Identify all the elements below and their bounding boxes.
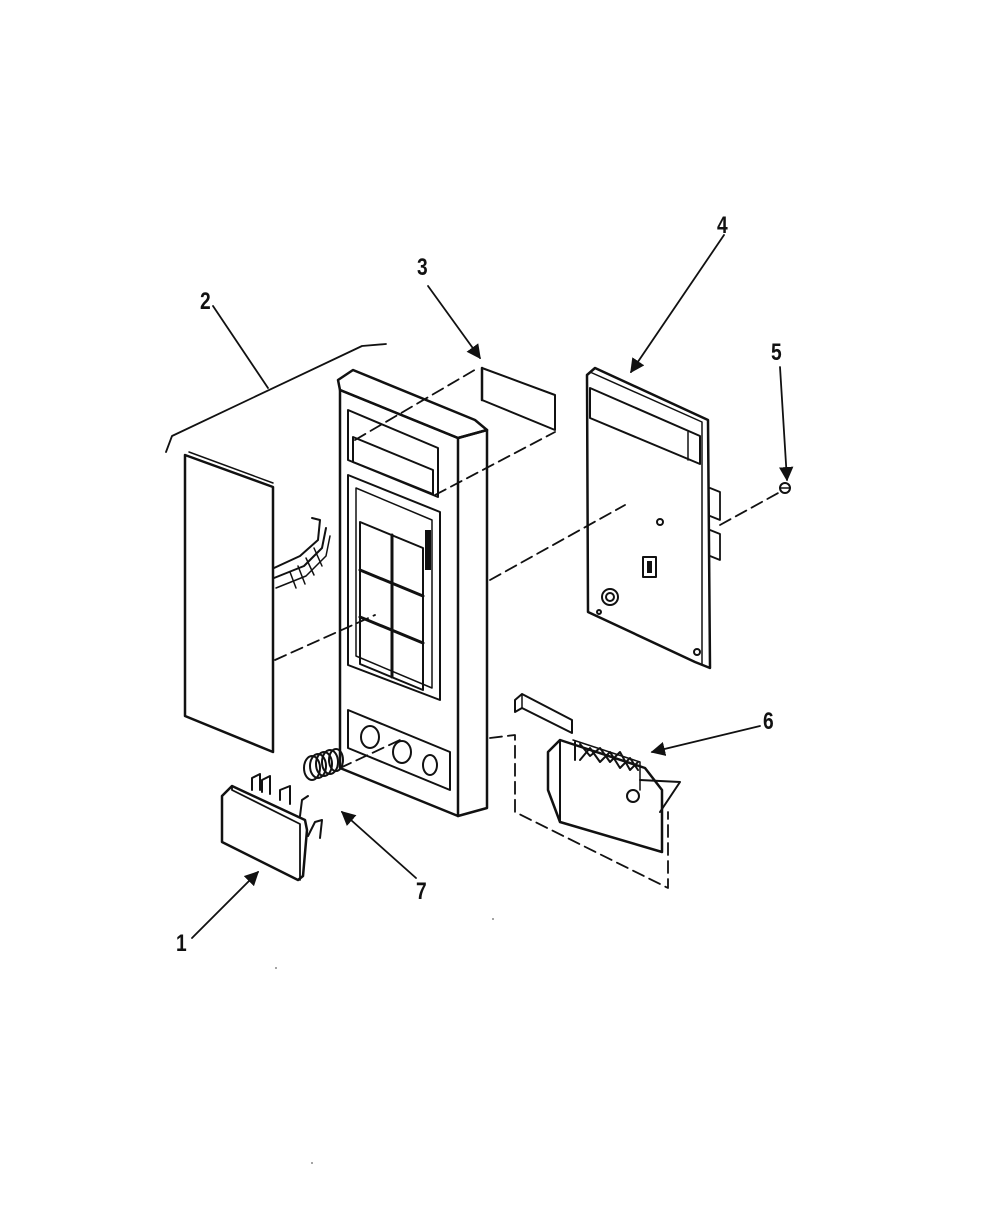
- leader-3: [427, 285, 481, 360]
- callout-3: 3: [417, 254, 428, 281]
- callout-1: 1: [176, 930, 187, 957]
- leader-4: [630, 234, 725, 374]
- part-5-screw: [779, 482, 791, 494]
- callout-4: 4: [717, 212, 728, 239]
- leader-2: [212, 305, 269, 389]
- control-housing: [336, 368, 489, 818]
- callout-7: 7: [416, 878, 427, 905]
- part-6-latch: [514, 693, 681, 854]
- leader-1: [191, 870, 260, 939]
- part-2-membrane-panel: [165, 343, 387, 754]
- callout-2: 2: [200, 288, 211, 315]
- part-1-push-button: [220, 773, 323, 882]
- callout-6: 6: [763, 708, 774, 735]
- leader-lines: [191, 234, 794, 939]
- callout-5: 5: [771, 339, 782, 366]
- scan-specks: [275, 918, 494, 1164]
- part-4-circuit-board: [585, 366, 721, 670]
- leader-5: [779, 366, 794, 482]
- leader-6: [650, 725, 761, 756]
- assembly-lines: [274, 367, 781, 889]
- part-3-shield: [480, 366, 556, 431]
- leader-7: [340, 811, 417, 879]
- part-7-spring: [303, 748, 344, 781]
